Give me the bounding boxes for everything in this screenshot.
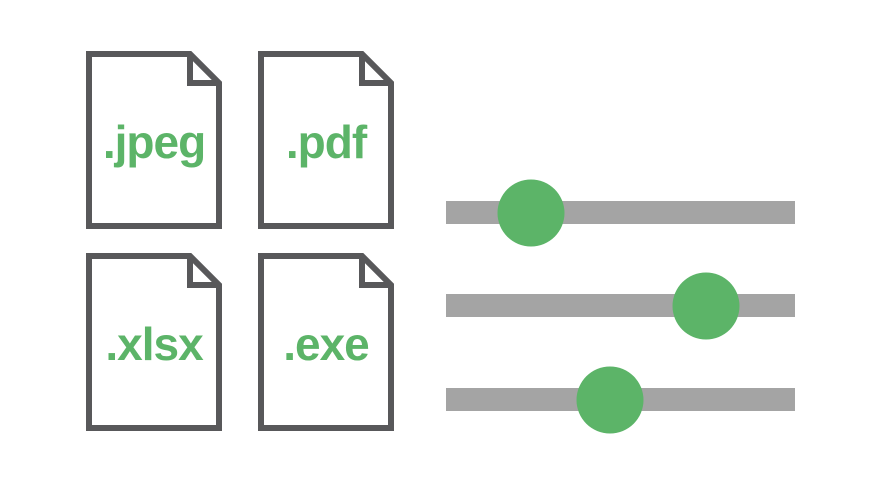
file-icon-exe[interactable]: .exe bbox=[258, 253, 394, 431]
slider-track-1[interactable] bbox=[446, 179, 795, 246]
document-icon bbox=[86, 253, 222, 431]
document-icon bbox=[86, 51, 222, 229]
document-icon bbox=[258, 51, 394, 229]
slider-track-3[interactable] bbox=[446, 366, 795, 433]
file-extension-label: .pdf bbox=[285, 116, 367, 168]
file-extension-label: .jpeg bbox=[102, 116, 206, 168]
file-extension-label: .exe bbox=[283, 318, 370, 370]
slider-track-2[interactable] bbox=[446, 272, 795, 339]
document-icon bbox=[258, 253, 394, 431]
file-icon-pdf[interactable]: .pdf bbox=[258, 51, 394, 229]
slider-handle-3[interactable] bbox=[576, 366, 644, 433]
file-icon-xlsx[interactable]: .xlsx bbox=[86, 253, 222, 431]
file-extension-label: .xlsx bbox=[105, 318, 203, 370]
slider-handle-1[interactable] bbox=[497, 179, 565, 246]
file-icon-jpeg[interactable]: .jpeg bbox=[86, 51, 222, 229]
slider-handle-2[interactable] bbox=[672, 272, 740, 339]
